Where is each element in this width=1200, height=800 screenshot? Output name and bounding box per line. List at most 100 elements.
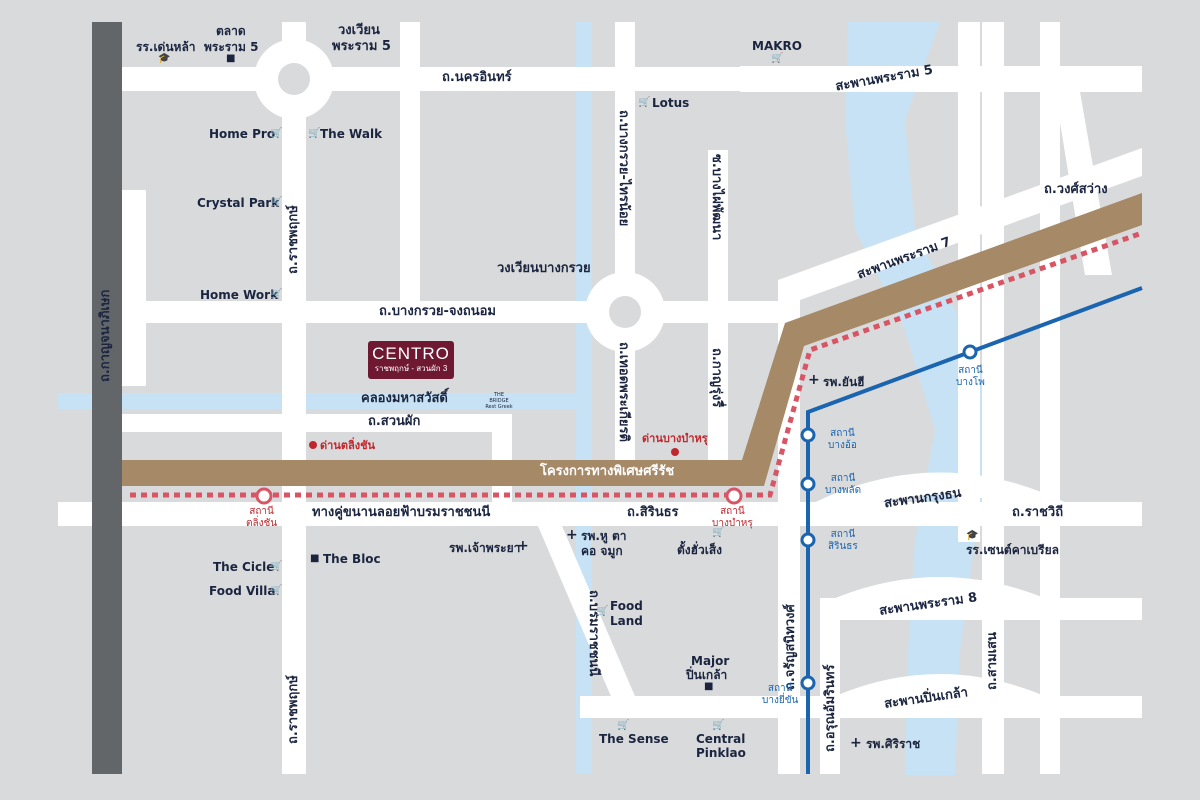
- road-arun-ammarin: [820, 598, 840, 774]
- station-word: สถานี: [767, 683, 793, 694]
- station-name: บางโพ: [956, 377, 985, 388]
- shopping-cart-icon: 🛒: [270, 561, 283, 572]
- road-left-connector: [122, 190, 146, 386]
- place-the-sense: The Sense: [599, 732, 669, 746]
- toll-label-taling-chan: ด่านตลิ่งชัน: [320, 439, 376, 452]
- road-label-bang-phai: ซ.บางไผ่พัฒนา: [709, 154, 724, 241]
- place-hospital-siriraj: รพ.ศิริราช: [866, 737, 921, 751]
- cross-icon: +: [850, 735, 862, 751]
- bridge-rama8: [835, 577, 1045, 619]
- station-label-bang-yi-khan: สถานี บางยี่ขัน: [762, 683, 798, 707]
- place-school-denla: รร.เด่นหล้า: [136, 40, 196, 54]
- bridge-pinklao: [835, 674, 1045, 717]
- station-bang-yi-khan: [800, 675, 816, 691]
- station-name: บางยี่ขัน: [762, 695, 799, 706]
- place-home-pro: Home Pro: [209, 127, 276, 141]
- project-logo-sub: ราชพฤกษ์ - สวนผัก 3: [374, 364, 448, 373]
- road-ratchaphruek: [282, 22, 306, 774]
- shopping-cart-icon: 🛒: [638, 97, 651, 108]
- cross-icon: +: [517, 538, 529, 554]
- shopping-cart-icon: 🛒: [270, 197, 283, 208]
- station-name: บางบำหรุ: [712, 518, 753, 529]
- square-icon: ■: [226, 53, 236, 64]
- station-word: สถานี: [720, 506, 745, 517]
- place-market-line2: พระราม 5: [204, 40, 259, 54]
- station-bang-o: [800, 427, 816, 443]
- place-home-work: Home Work: [200, 288, 279, 302]
- road-label-borommaratchachonnani: ถ.บรมราชชนนี: [586, 590, 601, 677]
- place-major-line2: ปิ่นเกล้า: [686, 668, 728, 682]
- road-label-ratchawithi: ถ.ราชวิถี: [1012, 505, 1064, 520]
- road-label-ratchaphruek-north: ถ.ราชพฤกษ์: [286, 205, 301, 274]
- road-suan-phak-south: [492, 414, 512, 504]
- road-pinklao-south: [580, 696, 1000, 718]
- road-east-far: [1040, 22, 1060, 774]
- road-label-bang-kruai-sai-noi: ถ.บางกรวย-ไทรน้อย: [616, 110, 631, 227]
- place-lotus: Lotus: [652, 96, 690, 110]
- road-label-elevated: ทางคู่ขนานลอยฟ้าบรมราชชนนี: [312, 505, 491, 520]
- toll-taling-chan-dot: [309, 441, 317, 449]
- place-school-st-gabriel: รร.เซนต์คาเบรียล: [966, 543, 1060, 557]
- shopping-cart-icon: 🛒: [270, 128, 283, 139]
- place-the-walk: The Walk: [320, 127, 383, 141]
- place-central-line1: Central: [696, 732, 746, 746]
- circle-rama5-label-1: วงเวียน: [338, 23, 380, 38]
- road-ka-rung: [708, 323, 728, 474]
- cross-icon: +: [566, 527, 578, 543]
- shopping-cart-icon: 🛒: [771, 53, 784, 64]
- place-hospital-ent-line1: รพ.หู ตา: [581, 529, 627, 543]
- shopping-cart-icon: 🛒: [712, 527, 725, 538]
- road-label-charan: ถ.จรัญสนิทวงศ์: [783, 604, 798, 690]
- road-thet-phra-kiat: [615, 323, 635, 474]
- the-bridge-logo-line2: Rest Greek: [485, 404, 513, 410]
- the-bridge-logo-line1: THE BRIDGE: [489, 392, 509, 404]
- circle-bang-kruai-inner: [609, 296, 641, 328]
- road-label-ratchaphruek-south: ถ.ราชพฤกษ์: [286, 675, 301, 744]
- circle-rama5-label-2: พระราม 5: [332, 39, 391, 54]
- toll-bang-bamru-dot: [671, 448, 679, 456]
- station-taling-chan: [255, 487, 273, 505]
- road-label-sirindhorn: ถ.สิรินธร: [627, 505, 679, 520]
- road-label-wong-sawang: ถ.วงศ์สว่าง: [1044, 182, 1108, 197]
- circle-rama5-inner: [278, 63, 310, 95]
- place-food-land-line1: Food: [610, 599, 643, 613]
- place-hospital-chaophraya: รพ.เจ้าพระยา: [449, 541, 521, 555]
- blue-line: [806, 286, 1143, 774]
- road-label-kanchanaphisek: ถ.กาญจนาภิเษก: [98, 289, 113, 382]
- road-label-expressway: โครงการทางพิเศษศรีรัช: [540, 464, 675, 479]
- place-the-circle: The Cicle: [213, 560, 275, 574]
- shopping-cart-icon: 🛒: [712, 720, 725, 731]
- station-label-taling-chan: สถานี ตลิ่งชัน: [246, 506, 277, 530]
- place-central-line2: Pinklao: [696, 746, 746, 760]
- road-label-suan-phak: ถ.สวนผัก: [368, 414, 421, 429]
- road-label-nakhon-in: ถ.นครอินทร์: [442, 70, 512, 85]
- station-label-bang-phlat: สถานี บางพลัด: [825, 473, 861, 497]
- place-hospital-ent-line2: คอ จมูก: [581, 544, 623, 558]
- road-rama5-bridge: [740, 66, 1142, 275]
- road-rama8: [820, 598, 1142, 620]
- bridge-krung-thon: [815, 472, 1065, 522]
- place-makro: MAKRO: [752, 39, 802, 53]
- bridge-arcs: [815, 472, 1065, 717]
- road-center-north: [400, 22, 420, 302]
- place-the-bloc: The Bloc: [323, 552, 381, 566]
- station-bang-phlat: [800, 476, 816, 492]
- station-word: สถานี: [830, 529, 856, 540]
- road-label-khlong-maha-sawat: คลองมหาสวัสดิ์: [361, 391, 448, 406]
- rail-kanchanaphisek: [92, 22, 122, 774]
- circle-bang-kruai-label: วงเวียนบางกรวย: [497, 261, 591, 276]
- place-market-line1: ตลาด: [216, 24, 246, 38]
- station-word: สถานี: [249, 506, 274, 517]
- road-label-arun-ammarin: ถ.อรุณอัมรินทร์: [823, 664, 838, 752]
- shopping-cart-icon: 🛒: [617, 720, 630, 731]
- cross-icon: +: [808, 372, 820, 388]
- stations-purple: [255, 487, 743, 505]
- station-name: สิรินธร: [828, 541, 858, 552]
- road-label-bang-kruai-chong-thanom: ถ.บางกรวย-จงถนอม: [379, 304, 496, 319]
- graduation-cap-icon: 🎓: [158, 53, 171, 64]
- place-major-line1: Major: [691, 654, 730, 668]
- square-icon: ■: [310, 553, 320, 564]
- shopping-cart-icon: 🛒: [596, 606, 609, 617]
